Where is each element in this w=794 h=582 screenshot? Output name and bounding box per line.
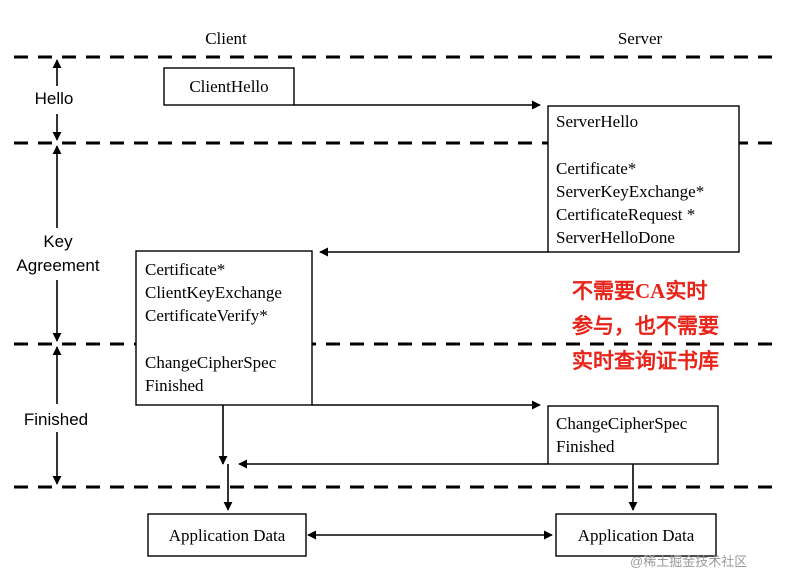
- client-key-box: [135, 250, 313, 406]
- client-key-line-3: CertificateVerify*: [145, 306, 268, 325]
- client-key-line-2: ClientKeyExchange: [145, 283, 282, 302]
- client-finish-line-1: ChangeCipherSpec: [145, 353, 277, 372]
- server-app-data-label: Application Data: [578, 526, 695, 545]
- phase-label-hello: Hello: [35, 89, 74, 108]
- phase-label-key-line1: Key: [43, 232, 73, 251]
- server-key-line-3: CertificateRequest *: [556, 205, 695, 224]
- client-hello-box: [163, 67, 295, 106]
- server-app-data-box: [555, 513, 717, 557]
- client-column-header: Client: [205, 29, 247, 48]
- server-hello-label: ServerHello: [556, 112, 638, 131]
- phase-label-finished: Finished: [24, 410, 88, 429]
- client-hello-label: ClientHello: [189, 77, 268, 96]
- server-finish-line-1: ChangeCipherSpec: [556, 414, 688, 433]
- server-column-header: Server: [618, 29, 663, 48]
- client-app-data-box: [147, 513, 307, 557]
- phase-label-key-line2: Agreement: [16, 256, 99, 275]
- server-hello-box: [547, 105, 740, 253]
- server-key-line-4: ServerHelloDone: [556, 228, 675, 247]
- server-key-line-2: ServerKeyExchange*: [556, 182, 704, 201]
- client-key-line-1: Certificate*: [145, 260, 225, 279]
- client-app-data-label: Application Data: [169, 526, 286, 545]
- annotation-line-2: 参与，也不需要: [572, 314, 719, 338]
- client-finish-line-2: Finished: [145, 376, 204, 395]
- server-finish-line-2: Finished: [556, 437, 615, 456]
- annotation-line-3: 实时查询证书库: [572, 349, 719, 373]
- annotation-line-1: 不需要CA实时: [572, 279, 707, 303]
- server-key-line-1: Certificate*: [556, 159, 636, 178]
- watermark: @稀土掘金技术社区: [630, 554, 747, 569]
